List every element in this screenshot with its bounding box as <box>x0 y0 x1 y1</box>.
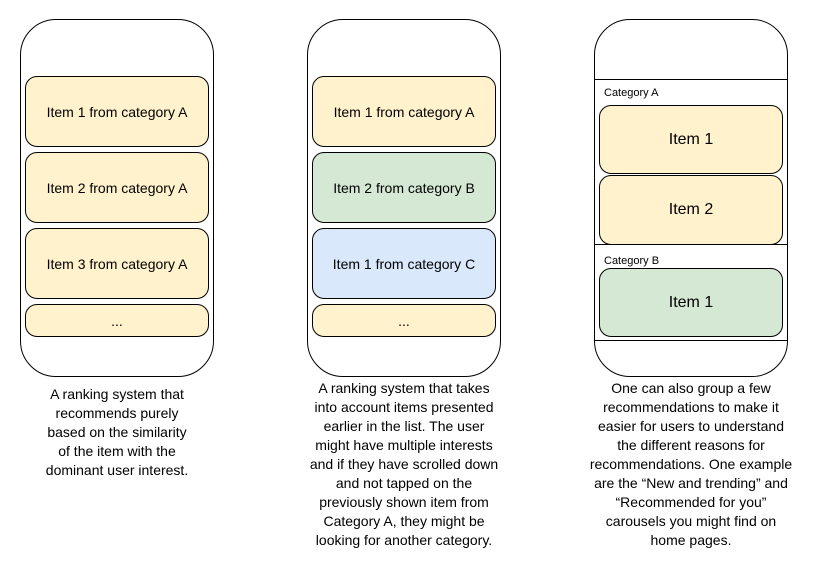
caption-line: “Recommended for you” <box>615 494 767 510</box>
caption-line: of the item with the <box>58 443 176 459</box>
list-item: Item 3 from category A <box>25 228 209 299</box>
caption-line: based on the similarity <box>47 424 187 440</box>
caption-line: earlier in the list. The user <box>323 418 485 434</box>
caption-line: into account items presented <box>314 399 494 415</box>
caption-line: and not tapped on the <box>335 475 473 491</box>
caption-2: A ranking system that takes into account… <box>284 379 524 550</box>
list-item-more: ... <box>312 304 496 337</box>
divider <box>595 244 787 245</box>
list-item: Item 1 from category A <box>25 76 209 147</box>
caption-line: might have multiple interests <box>315 437 493 453</box>
list-item: Item 1 from category A <box>312 76 496 147</box>
caption-line: the different reasons for <box>617 437 765 453</box>
caption-line: dominant user interest. <box>45 462 189 478</box>
category-label: Category B <box>604 255 660 267</box>
caption-line: Category A, they might be <box>323 513 485 529</box>
list-item: Item 1 <box>599 105 783 174</box>
caption-line: recommendations. One example <box>589 456 793 472</box>
category-label: Category A <box>604 87 659 99</box>
caption-line: easier for users to understand <box>598 418 784 434</box>
caption-line: recommends purely <box>55 405 179 421</box>
caption-line: One can also group a few <box>611 380 771 396</box>
caption-line: previously shown item from <box>319 494 489 510</box>
caption-line: looking for another category. <box>315 532 493 548</box>
list-item: Item 2 from category A <box>25 152 209 223</box>
divider <box>595 340 787 341</box>
caption-line: recommendations to make it <box>603 399 779 415</box>
caption-1: A ranking system that recommends purely … <box>22 385 212 480</box>
caption-line: A ranking system that takes <box>318 380 490 396</box>
caption-line: and if they have scrolled down <box>309 456 499 472</box>
caption-line: are the “New and trending” and <box>594 475 788 491</box>
list-item: Item 2 from category B <box>312 152 496 223</box>
list-item: Item 2 <box>599 175 783 245</box>
caption-line: carousels you might find on <box>605 513 777 529</box>
caption-3: One can also group a few recommendations… <box>566 379 816 550</box>
caption-line: home pages. <box>650 532 732 548</box>
list-item-more: ... <box>25 304 209 337</box>
list-item: Item 1 from category C <box>312 228 496 299</box>
list-item: Item 1 <box>599 268 783 337</box>
divider <box>595 79 787 80</box>
caption-line: A ranking system that <box>50 386 184 402</box>
